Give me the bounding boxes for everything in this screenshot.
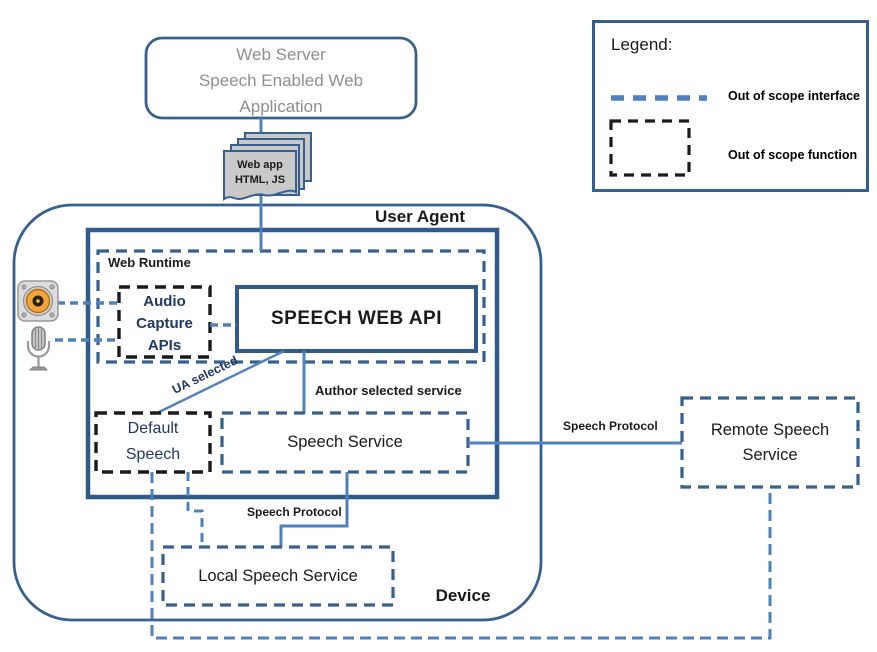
remote-speech-box [680,396,860,489]
default-to-local-connector [186,472,204,547]
local-speech-label: Local Speech Service [198,566,358,585]
dashed-box-icon [609,119,691,177]
speech-web-api-box [235,285,478,353]
remote-speech-line-1: Remote Speech [710,421,830,439]
device-box [12,203,543,622]
default-speech-line-2: Speech [125,446,181,463]
default-speech-line-1: Default [127,420,179,437]
audio-capture-line-1: Audio [143,293,186,310]
local-speech-box [161,545,395,607]
web-server-box-title: Web Server Speech Enabled Web Applicatio… [146,42,416,120]
web-runtime-title: Web Runtime [108,255,191,270]
web-app-stack [223,132,312,201]
web-app-line-1: Web app [237,159,283,171]
audio-capture-line-3: APIs [147,337,182,354]
web-server-line-2: Speech Enabled Web [198,71,364,90]
user-agent-title: User Agent [374,207,466,226]
audio-capture-box [117,285,212,359]
dashed-line-icon [611,95,707,101]
audio-capture-label: Audio Capture APIs [119,291,210,357]
web-server-box [144,36,418,120]
legend-item-interface: Out of scope interface [728,89,860,103]
speech-web-api-title: SPEECH WEB API [271,308,442,329]
web-app-line-2: HTML, JS [234,174,286,186]
speech-protocol-local-line [279,472,349,547]
default-speech-label: Default Speech [96,416,210,468]
default-to-remote-connector [150,472,772,640]
speech-protocol-remote-label: Speech Protocol [563,419,658,433]
legend-title: Legend: [611,35,673,54]
speech-service-label: Speech Service [287,433,403,451]
default-speech-box [94,411,212,474]
legend-item-function: Out of scope function [728,148,858,162]
legend-box: Legend: Out of scope interface Out of sc… [592,20,869,192]
web-app-stack-label: Web app HTML, JS [224,158,296,188]
author-selected-label: Author selected service [315,383,462,398]
audio-capture-line-2: Capture [136,315,193,332]
web-server-line-1: Web Server [236,45,326,64]
microphone-icon [26,326,51,371]
web-runtime-box [96,249,486,364]
web-server-line-3: Application [239,97,323,116]
remote-speech-line-2: Service [742,446,798,464]
speaker-icon [17,280,59,322]
device-title: Device [435,586,491,605]
ua-selected-line [156,349,285,415]
remote-speech-label: Remote Speech Service [682,418,858,468]
speech-protocol-local-label: Speech Protocol [247,505,342,519]
